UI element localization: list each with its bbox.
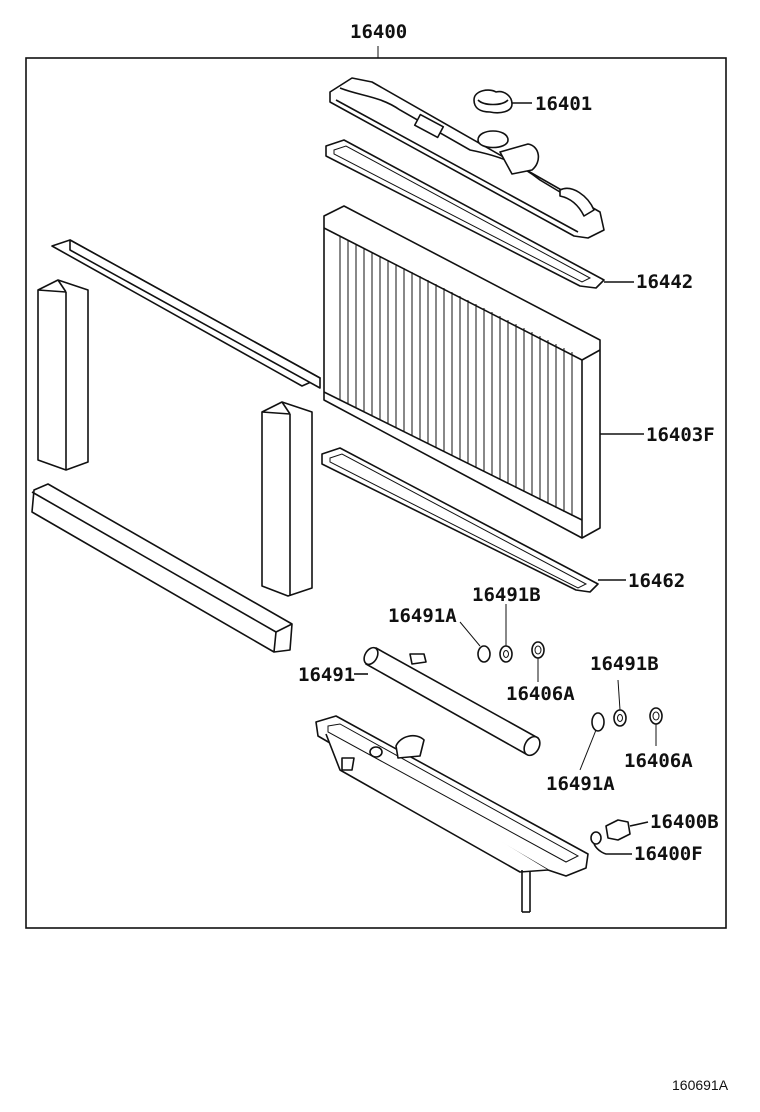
- callout-core: 16403F: [646, 424, 715, 446]
- radiator-cap: [473, 89, 532, 114]
- lower-radiator-tank: [315, 715, 589, 913]
- outlet-pipe: [354, 646, 541, 757]
- seal-hardware: [459, 604, 663, 771]
- upper-tank-gasket: [325, 139, 634, 289]
- air-seal-strips: [31, 239, 321, 653]
- callout-plug-a2: 16406A: [624, 750, 693, 772]
- callout-upper-gasket: 16442: [636, 271, 693, 293]
- callout-upper-tank: 16401: [535, 93, 592, 115]
- radiator-core: [323, 205, 644, 539]
- callout-washer-b1: 16491B: [472, 584, 541, 606]
- callout-oring-a1: 16491A: [388, 605, 457, 627]
- callout-outlet-pipe: 16491: [298, 664, 355, 686]
- callout-oring-a2: 16491A: [546, 773, 615, 795]
- callout-drain-cock: 16400B: [650, 811, 719, 833]
- callout-lower-gasket: 16462: [628, 570, 685, 592]
- callout-plug-a1: 16406A: [506, 683, 575, 705]
- callout-drain-plug: 16400F: [634, 843, 703, 865]
- callout-washer-b2: 16491B: [590, 653, 659, 675]
- upper-radiator-tank: [329, 77, 605, 239]
- lower-tank-gasket: [321, 447, 626, 593]
- diagram-reference-code: 160691A: [672, 1077, 729, 1093]
- assembly-part-number: 16400: [350, 21, 407, 43]
- assembly-frame: [25, 57, 727, 929]
- drain-cock: [590, 819, 649, 855]
